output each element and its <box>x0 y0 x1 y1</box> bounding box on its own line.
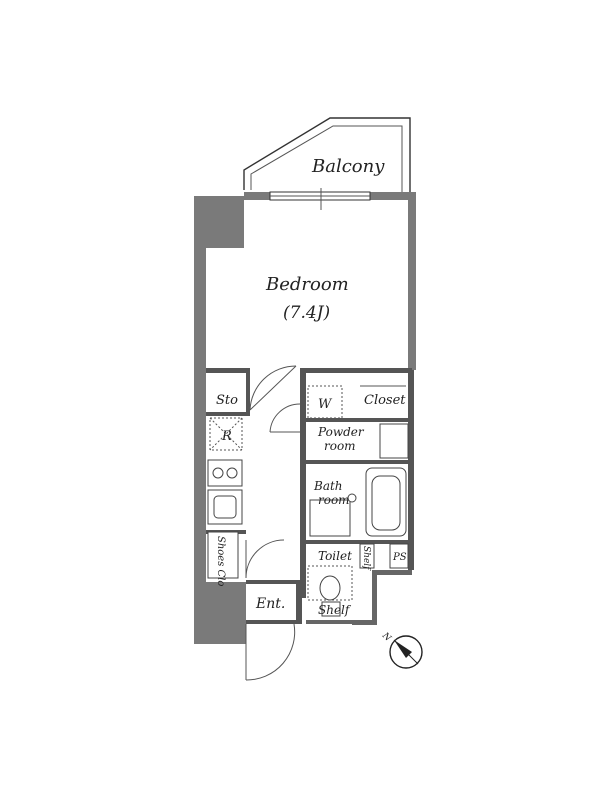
toilet-fixtures <box>307 543 409 617</box>
washer-label: W <box>318 397 333 412</box>
balcony-label: Balcony <box>311 156 385 177</box>
balcony-area <box>243 117 411 192</box>
north-compass-icon: N <box>379 630 423 669</box>
pipe-space-label: PS <box>392 552 407 563</box>
storage-label: Sto <box>216 393 238 408</box>
doors <box>245 365 302 681</box>
compass-north-label: N <box>379 630 393 644</box>
shelf-side-label: Shelf <box>361 546 371 571</box>
shelf-bottom-label: Shelf <box>318 603 352 617</box>
refrigerator-label: R <box>221 429 232 444</box>
shoes-closet-label: Shoes Clo <box>215 536 226 586</box>
powder-room-label-line1: Powder <box>317 425 365 439</box>
closet-label: Closet <box>364 393 406 408</box>
bath-fixtures <box>309 423 409 537</box>
powder-room-label-line2: room <box>324 439 356 453</box>
closet-fixtures <box>307 371 406 419</box>
toilet-label: Toilet <box>318 549 352 563</box>
bedroom-label: Bedroom <box>265 274 349 295</box>
kitchen-fixtures <box>207 417 243 579</box>
bedroom-window <box>269 188 371 210</box>
bedroom-size-label: (7.4J) <box>283 303 330 323</box>
bathroom-label-line1: Bath <box>313 479 343 493</box>
entrance-label: Ent. <box>255 596 285 612</box>
bathroom-label-line2: room <box>318 493 350 507</box>
